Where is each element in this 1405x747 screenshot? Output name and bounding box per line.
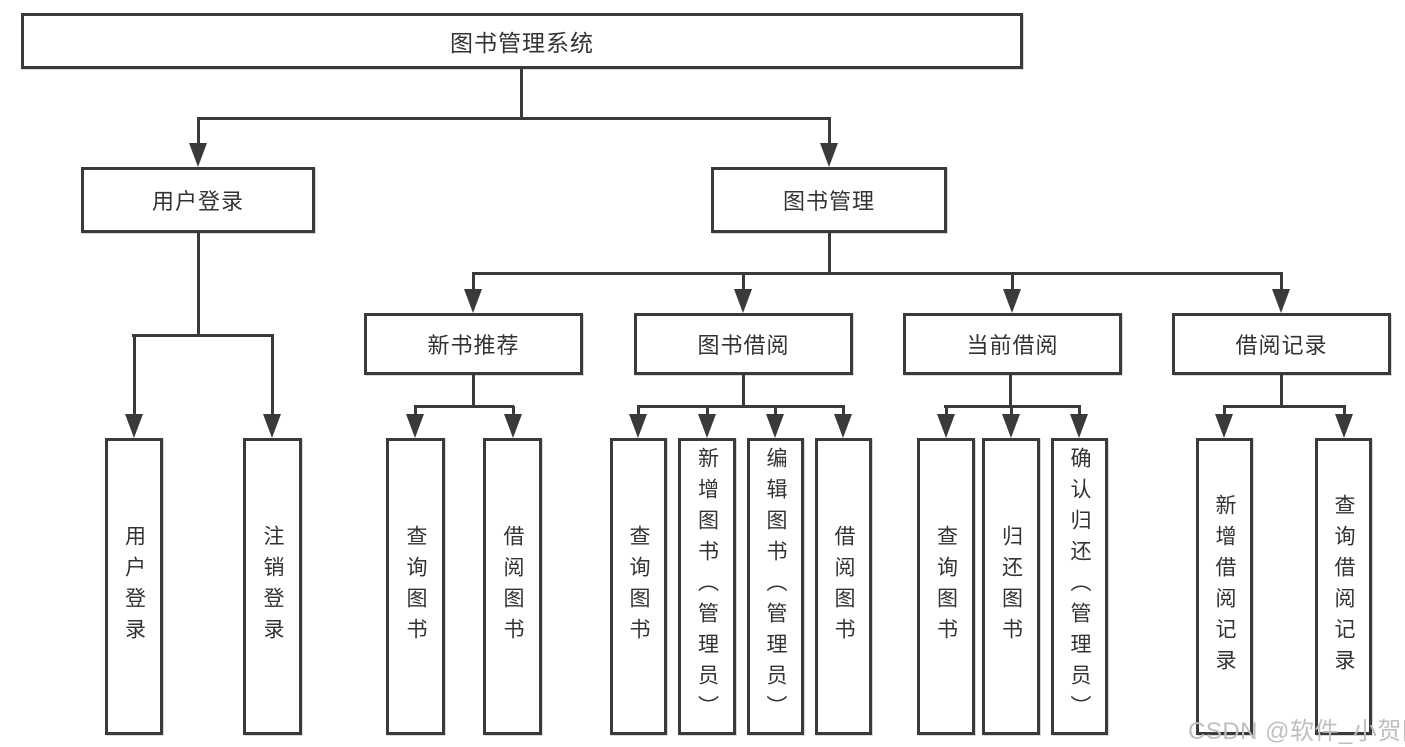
- connector-line: [472, 272, 1283, 275]
- node-label-root: 图书管理系统: [450, 30, 594, 56]
- arrowhead-icon: [1002, 414, 1020, 438]
- arrowhead-icon: [734, 289, 752, 313]
- connector-line: [1009, 375, 1012, 408]
- node-user-login: 用户登录: [81, 167, 315, 233]
- connector-line: [472, 273, 475, 292]
- arrowhead-icon: [125, 414, 143, 438]
- arrowhead-icon: [1003, 289, 1021, 313]
- node-new-book-rec: 新书推荐: [364, 313, 583, 375]
- node-label-current-borrow: 当前借阅: [966, 333, 1059, 358]
- node-label-user-login: 用户登录: [151, 189, 244, 214]
- arrowhead-icon: [698, 414, 716, 438]
- connector-line: [197, 118, 200, 146]
- node-leaf-user-login: 用户登录: [105, 438, 163, 735]
- node-label-book-borrow: 图书借阅: [697, 333, 790, 358]
- node-label-leaf-query-book-1: 查询图书: [404, 524, 427, 649]
- node-label-leaf-logout: 注销登录: [261, 524, 284, 649]
- node-leaf-add-book: 新增图书（管理员）: [678, 438, 736, 735]
- connector-line: [1010, 406, 1013, 417]
- connector-line: [1078, 406, 1081, 417]
- connector-line: [828, 233, 831, 275]
- connector-line: [271, 335, 274, 417]
- node-leaf-query-borrow-record: 查询借阅记录: [1315, 438, 1372, 735]
- node-label-leaf-add-borrow-record: 新增借阅记录: [1213, 493, 1236, 680]
- arrowhead-icon: [937, 414, 955, 438]
- watermark: CSDN @软件_小贺同学: [1188, 718, 1405, 745]
- arrowhead-icon: [189, 143, 207, 167]
- node-label-leaf-user-login: 用户登录: [122, 524, 146, 649]
- node-leaf-query-book-1: 查询图书: [386, 438, 445, 735]
- arrowhead-icon: [834, 414, 852, 438]
- connector-line: [774, 406, 777, 417]
- node-leaf-confirm-return: 确认归还（管理员）: [1051, 438, 1108, 735]
- arrowhead-icon: [1272, 289, 1290, 313]
- connector-line: [1343, 406, 1346, 417]
- node-label-leaf-query-borrow-record: 查询借阅记录: [1332, 493, 1355, 680]
- connector-line: [1280, 273, 1283, 292]
- connector-line: [414, 406, 417, 417]
- arrowhead-icon: [1070, 414, 1088, 438]
- connector-line: [945, 406, 948, 417]
- connector-line: [520, 69, 523, 120]
- arrowhead-icon: [263, 414, 281, 438]
- node-leaf-return-book: 归还图书: [982, 438, 1040, 735]
- arrowhead-icon: [406, 414, 424, 438]
- connector-line: [1223, 406, 1226, 417]
- connector-line: [742, 375, 745, 408]
- node-label-new-book-rec: 新书推荐: [427, 333, 520, 358]
- connector-line: [197, 233, 200, 337]
- connector-line: [1011, 273, 1014, 292]
- node-borrow-records: 借阅记录: [1172, 313, 1391, 375]
- node-leaf-query-book-2: 查询图书: [610, 438, 667, 735]
- connector-line: [133, 335, 136, 417]
- node-current-borrow: 当前借阅: [903, 313, 1122, 375]
- connector-line: [132, 334, 274, 337]
- node-label-leaf-confirm-return: 确认归还（管理员）: [1068, 447, 1091, 726]
- connector-line: [706, 406, 709, 417]
- node-label-leaf-add-book: 新增图书（管理员）: [695, 447, 719, 726]
- node-label-leaf-borrow-book-1: 借阅图书: [501, 524, 524, 649]
- node-label-leaf-return-book: 归还图书: [999, 524, 1023, 649]
- arrowhead-icon: [1215, 414, 1233, 438]
- node-book-borrow: 图书借阅: [634, 313, 853, 375]
- node-label-borrow-records: 借阅记录: [1235, 333, 1328, 358]
- node-leaf-query-book-3: 查询图书: [917, 438, 975, 735]
- node-label-leaf-edit-book: 编辑图书（管理员）: [764, 447, 787, 726]
- connector-line: [742, 273, 745, 292]
- node-label-leaf-query-book-3: 查询图书: [934, 524, 958, 649]
- node-leaf-borrow-book-2: 借阅图书: [815, 438, 872, 735]
- node-leaf-borrow-book-1: 借阅图书: [483, 438, 542, 735]
- connector-line: [512, 406, 515, 417]
- node-label-leaf-borrow-book-2: 借阅图书: [832, 524, 855, 649]
- arrowhead-icon: [629, 414, 647, 438]
- connector-line: [828, 118, 831, 146]
- connector-line: [842, 406, 845, 417]
- connector-line: [637, 406, 640, 417]
- node-leaf-edit-book: 编辑图书（管理员）: [747, 438, 804, 735]
- node-leaf-add-borrow-record: 新增借阅记录: [1196, 438, 1253, 735]
- arrowhead-icon: [1335, 414, 1353, 438]
- connector-line: [472, 375, 475, 408]
- connector-line: [1223, 405, 1346, 408]
- node-label-book-mgmt: 图书管理: [782, 189, 875, 214]
- node-label-leaf-query-book-2: 查询图书: [627, 524, 650, 649]
- node-book-mgmt: 图书管理: [711, 167, 947, 233]
- arrowhead-icon: [820, 143, 838, 167]
- connector-line: [414, 405, 514, 408]
- connector-line: [197, 117, 831, 120]
- arrowhead-icon: [504, 414, 522, 438]
- connector-line: [1280, 375, 1283, 408]
- connector-line: [637, 405, 845, 408]
- arrowhead-icon: [464, 289, 482, 313]
- node-root: 图书管理系统: [21, 13, 1023, 69]
- arrowhead-icon: [766, 414, 784, 438]
- node-leaf-logout: 注销登录: [243, 438, 302, 735]
